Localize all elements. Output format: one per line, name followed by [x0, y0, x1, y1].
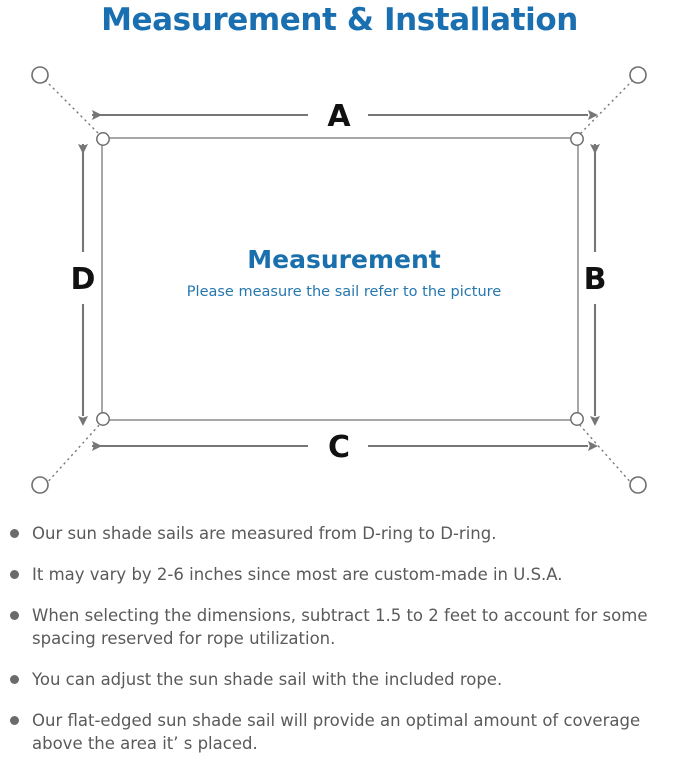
d-ring-bottom-right [570, 412, 584, 426]
anchor-rings [31, 66, 647, 494]
rope-top-right [577, 79, 634, 137]
sail-body [101, 137, 579, 421]
dimension-arrow-d: D [71, 144, 96, 426]
rope-lines [44, 79, 634, 486]
note-item: When selecting the dimensions, subtract … [0, 604, 679, 650]
bullet-icon [10, 611, 19, 620]
d-ring-bottom-left [96, 412, 110, 426]
measurement-installation-page: Measurement & Installation [0, 2, 679, 753]
dimension-label-a: A [327, 99, 351, 134]
d-rings [96, 132, 584, 426]
sail-heading: Measurement [247, 245, 440, 274]
bullet-icon [10, 570, 19, 579]
rope-top-left [44, 79, 102, 137]
note-text: It may vary by 2-6 inches since most are… [32, 565, 563, 584]
sail-diagram-svg: A C D B Measurement Please me [31, 66, 647, 494]
notes-list: Our sun shade sails are measured from D-… [0, 522, 679, 773]
dimension-label-d: D [71, 262, 96, 297]
note-item: It may vary by 2-6 inches since most are… [0, 563, 679, 586]
note-text: Our flat-edged sun shade sail will provi… [32, 711, 641, 753]
dimension-label-c: C [328, 430, 350, 465]
bullet-icon [10, 716, 19, 725]
anchor-ring-top-left [31, 66, 49, 84]
dimension-label-b: B [584, 262, 607, 297]
anchor-ring-top-right [629, 66, 647, 84]
note-text: Our sun shade sails are measured from D-… [32, 524, 497, 543]
diagram-container: A C D B Measurement Please me [0, 44, 679, 514]
rope-bottom-left [44, 422, 102, 486]
dimension-arrow-b: B [584, 144, 607, 426]
dimension-arrow-a: A [92, 99, 598, 134]
dimension-arrow-c: C [92, 430, 598, 465]
note-item: Our sun shade sails are measured from D-… [0, 522, 679, 545]
d-ring-top-right [570, 132, 584, 146]
d-ring-top-left [96, 132, 110, 146]
page-title: Measurement & Installation [101, 2, 578, 38]
note-item: Our flat-edged sun shade sail will provi… [0, 709, 679, 755]
note-text: When selecting the dimensions, subtract … [32, 606, 648, 648]
note-text: You can adjust the sun shade sail with t… [32, 670, 503, 689]
sail-subheading: Please measure the sail refer to the pic… [187, 284, 501, 300]
bullet-icon [10, 529, 19, 538]
anchor-ring-bottom-left [31, 476, 49, 494]
bullet-icon [10, 675, 19, 684]
anchor-ring-bottom-right [629, 476, 647, 494]
rope-bottom-right [577, 422, 634, 486]
note-item: You can adjust the sun shade sail with t… [0, 668, 679, 691]
